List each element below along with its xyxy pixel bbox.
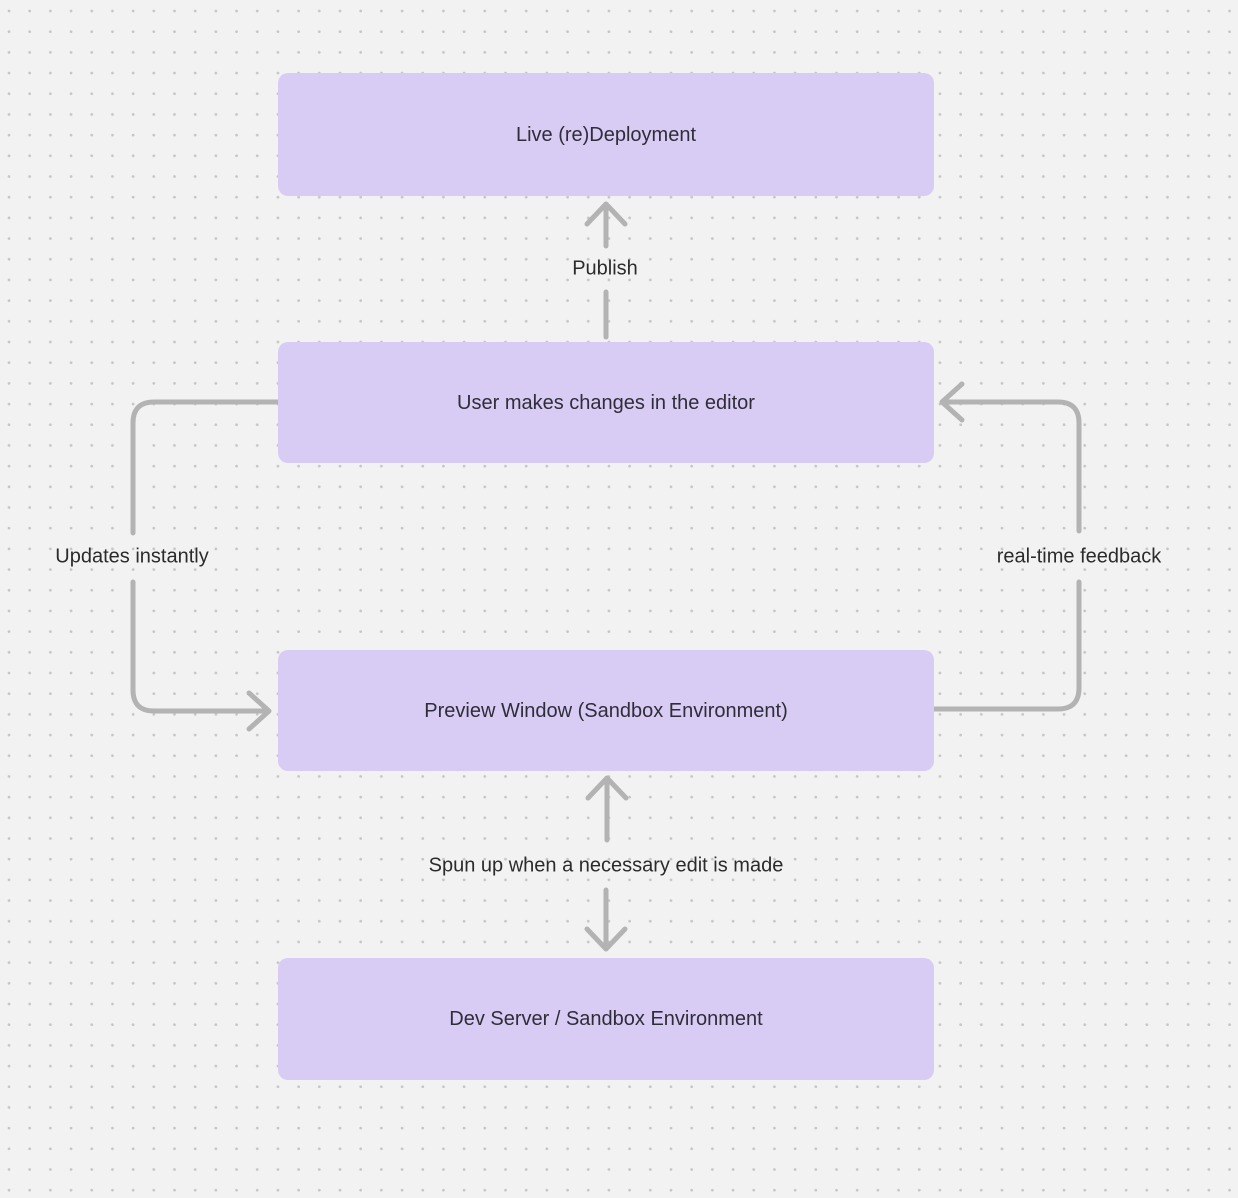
edge-label-updates-instantly[interactable]: Updates instantly bbox=[55, 545, 209, 568]
arrow-updates-seg-bottom bbox=[130, 579, 269, 714]
node-dev-server-label: Dev Server / Sandbox Environment bbox=[449, 1008, 763, 1030]
node-user-makes-changes-label: User makes changes in the editor bbox=[457, 391, 755, 414]
arrow-publish[interactable] bbox=[584, 201, 628, 340]
arrow-spunup-down-head bbox=[584, 926, 628, 952]
node-preview-window-label: Preview Window (Sandbox Environment) bbox=[424, 699, 788, 722]
arrow-realtime-feedback[interactable] bbox=[931, 381, 1082, 712]
edge-label-spun-up[interactable]: Spun up when a necessary edit is made bbox=[428, 854, 784, 877]
node-user-makes-changes[interactable]: User makes changes in the editor bbox=[278, 342, 934, 463]
arrow-feedback-seg-bottom bbox=[931, 579, 1082, 712]
arrow-feedback-head bbox=[939, 381, 965, 423]
node-dev-server[interactable]: Dev Server / Sandbox Environment bbox=[278, 958, 934, 1080]
node-live-redeployment-label: Live (re)Deployment bbox=[515, 123, 697, 146]
edge-label-publish[interactable]: Publish bbox=[572, 257, 638, 280]
arrow-updates-head bbox=[246, 690, 272, 732]
arrow-updates-seg-top bbox=[130, 399, 282, 536]
arrow-feedback-seg-top bbox=[941, 399, 1082, 534]
edge-label-realtime-feedback[interactable]: real-time feedback bbox=[996, 545, 1162, 568]
node-live-redeployment[interactable]: Live (re)Deployment bbox=[278, 73, 934, 196]
arrow-spun-up[interactable] bbox=[584, 775, 629, 952]
arrow-updates-instantly[interactable] bbox=[130, 399, 282, 732]
node-preview-window[interactable]: Preview Window (Sandbox Environment) bbox=[278, 650, 934, 771]
